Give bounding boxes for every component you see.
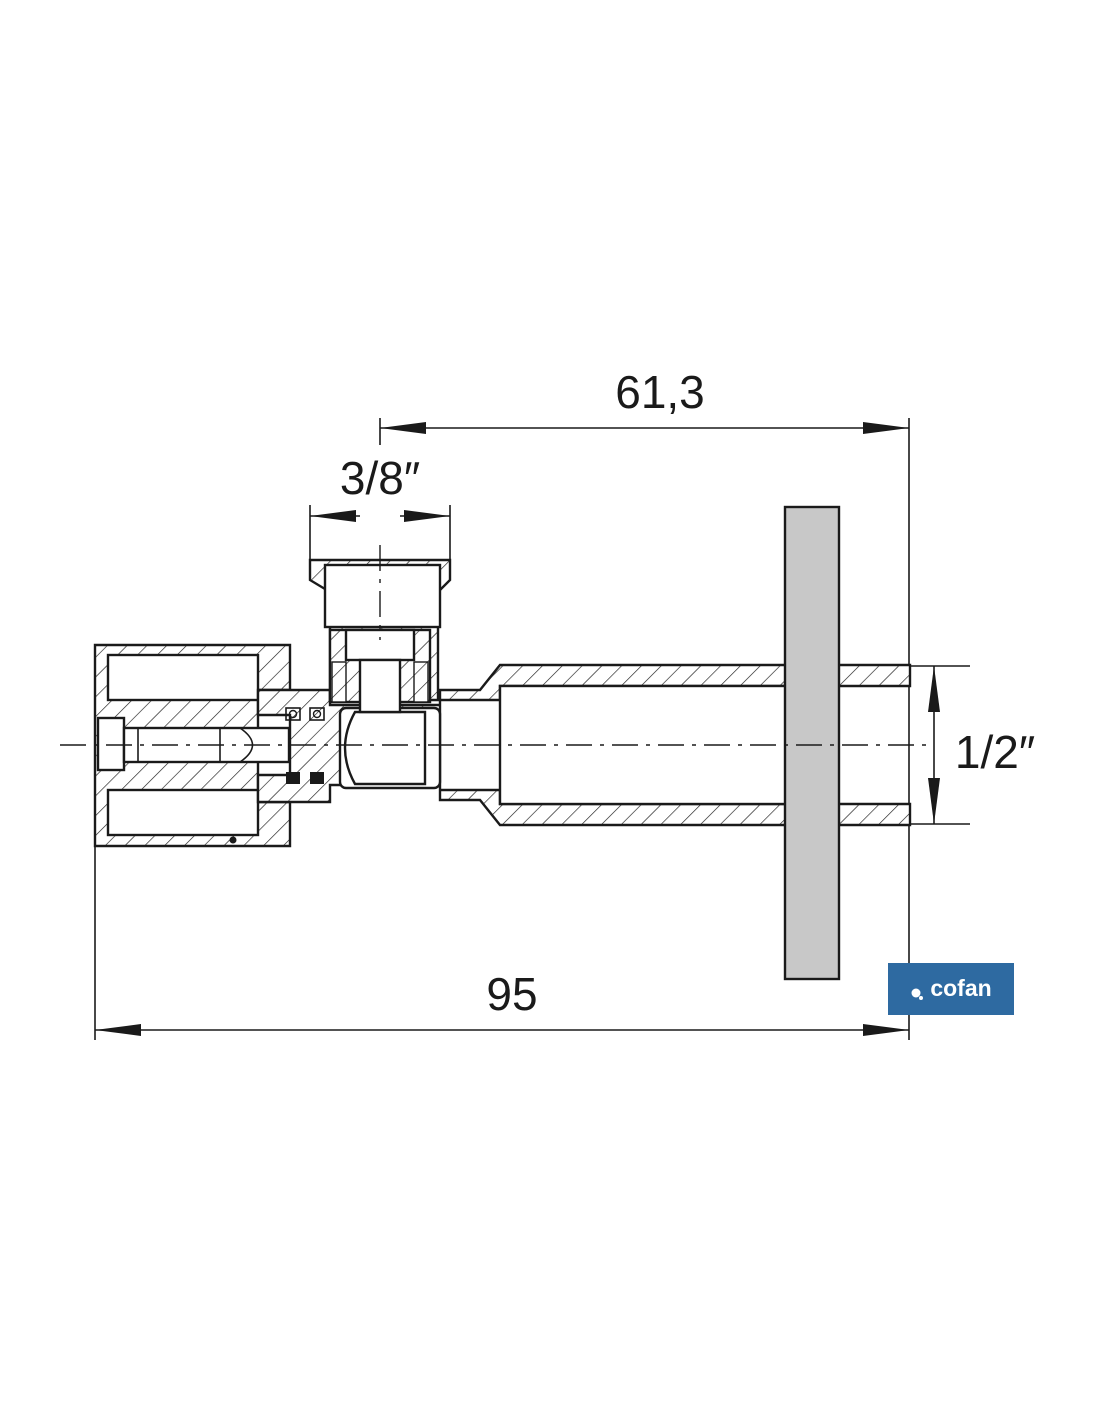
dimension-overall-length: 95 <box>94 840 909 1040</box>
dimension-inlet-thread-label: 1/2″ <box>955 726 1035 778</box>
o-rings <box>285 707 325 784</box>
cofan-logo-icon: cofan <box>888 963 1014 1015</box>
dimension-top-length-label: 61,3 <box>615 366 705 418</box>
dimension-top-length: 61,3 <box>379 366 910 1040</box>
dimension-inlet-thread: 1/2″ <box>840 665 1035 825</box>
valve-body <box>60 505 930 981</box>
logo-text: cofan <box>930 975 991 1001</box>
wall-flange <box>783 505 841 981</box>
dimension-outlet-thread-label: 3/8″ <box>340 452 420 504</box>
valve-outlet <box>308 545 452 714</box>
dimension-overall-length-label: 95 <box>486 968 537 1020</box>
dimension-outlet-thread: 3/8″ <box>309 452 451 565</box>
